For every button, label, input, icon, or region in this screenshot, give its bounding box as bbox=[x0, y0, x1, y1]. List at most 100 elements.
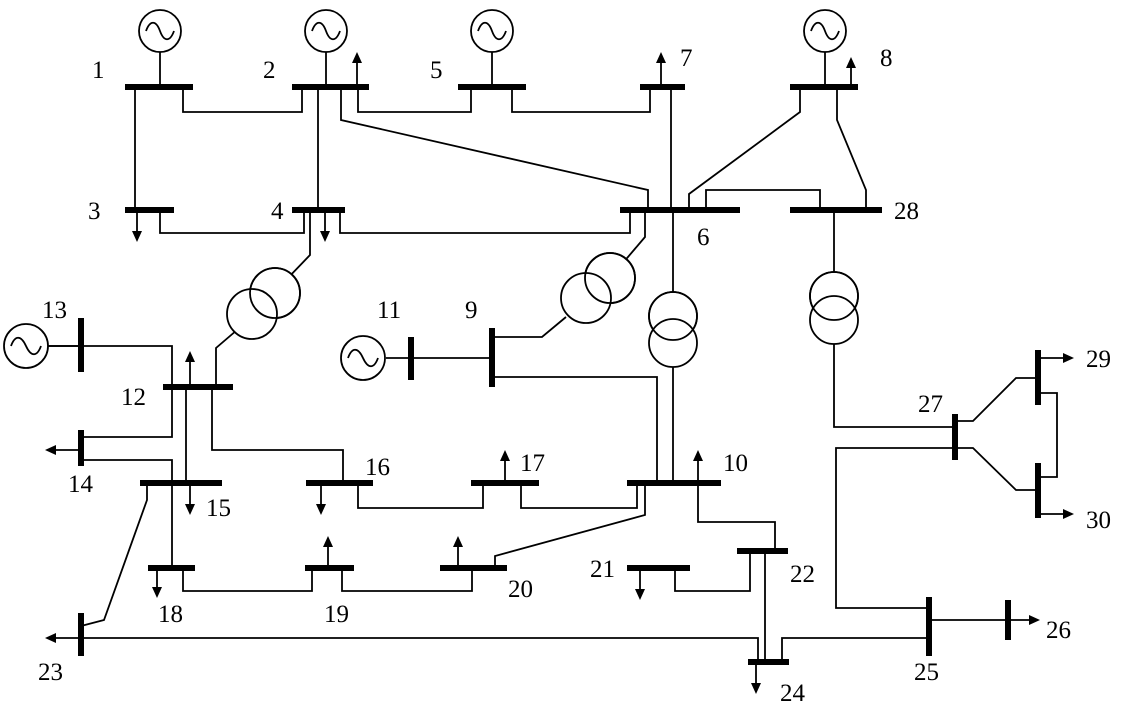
line-3-4 bbox=[159, 210, 305, 234]
line-xfmr27-27 bbox=[833, 342, 955, 428]
transformer-4-12 bbox=[226, 267, 301, 340]
load-arrow-17 bbox=[500, 450, 510, 483]
bus-label-10: 10 bbox=[723, 450, 748, 477]
load-arrow-26 bbox=[1008, 615, 1040, 625]
bus-bars bbox=[78, 84, 1041, 665]
load-arrow-30 bbox=[1038, 509, 1074, 519]
line-27-30 bbox=[955, 447, 1038, 491]
line-9-10 bbox=[492, 376, 658, 483]
bus-label-3: 3 bbox=[88, 198, 101, 225]
bus-label-5: 5 bbox=[430, 57, 443, 84]
bus-label-28: 28 bbox=[894, 198, 919, 225]
line-1-2 bbox=[182, 87, 303, 113]
bus-label-14: 14 bbox=[68, 471, 94, 498]
line-5-7 bbox=[511, 87, 651, 113]
line-6-8 bbox=[688, 87, 801, 210]
load-arrow-24 bbox=[751, 662, 761, 694]
load-arrow-19 bbox=[323, 536, 333, 568]
transformer-6-10-winding-b bbox=[648, 318, 698, 368]
load-arrow-2 bbox=[352, 52, 362, 87]
load-arrow-23 bbox=[45, 633, 81, 643]
bus-label-29: 29 bbox=[1086, 346, 1111, 373]
bus-label-20: 20 bbox=[508, 576, 533, 603]
transformer-28-27 bbox=[809, 271, 859, 345]
transformer-4-12-winding-b bbox=[226, 288, 278, 340]
line-17-10 bbox=[520, 483, 638, 509]
line-xfmr9-9 bbox=[492, 316, 567, 338]
bus-label-23: 23 bbox=[38, 659, 63, 686]
load-arrow-15 bbox=[185, 483, 195, 515]
load-arrow-14 bbox=[45, 445, 81, 455]
generator-5 bbox=[470, 9, 514, 87]
bus-label-8: 8 bbox=[880, 45, 893, 72]
line-6-xfmr9 bbox=[621, 210, 646, 265]
bus-label-15: 15 bbox=[206, 495, 231, 522]
line-2-6 bbox=[340, 87, 649, 210]
line-29-30 bbox=[1038, 392, 1058, 478]
load-arrow-12 bbox=[185, 351, 195, 387]
line-14-15 bbox=[81, 459, 173, 483]
bus-label-9: 9 bbox=[465, 297, 478, 324]
load-arrows bbox=[45, 52, 1074, 694]
line-25-27 bbox=[835, 447, 955, 609]
load-arrow-3 bbox=[132, 210, 142, 242]
bus-label-4: 4 bbox=[271, 198, 284, 225]
line-24-25 bbox=[781, 637, 929, 662]
load-arrow-4 bbox=[320, 210, 330, 242]
transformer-6-10 bbox=[648, 291, 698, 368]
bus-label-1: 1 bbox=[92, 57, 105, 84]
line-16-17 bbox=[357, 483, 484, 509]
bus-label-7: 7 bbox=[680, 45, 693, 72]
bus-label-25: 25 bbox=[914, 659, 939, 686]
line-13-12 bbox=[48, 345, 173, 387]
transmission-lines bbox=[48, 87, 1058, 662]
line-6-28 bbox=[705, 189, 821, 210]
load-arrow-21 bbox=[635, 568, 645, 600]
line-12-14 bbox=[81, 387, 173, 438]
load-arrow-10 bbox=[693, 450, 703, 483]
line-27-29 bbox=[955, 377, 1038, 422]
bus-label-16: 16 bbox=[365, 454, 390, 481]
transformers bbox=[226, 252, 859, 368]
bus-label-13: 13 bbox=[42, 297, 67, 324]
bus-label-18: 18 bbox=[158, 601, 183, 628]
bus-label-12: 12 bbox=[121, 384, 146, 411]
bus-label-17: 17 bbox=[520, 450, 545, 477]
line-4-6 bbox=[339, 210, 631, 234]
generator-11 bbox=[340, 335, 411, 381]
bus-label-24: 24 bbox=[780, 680, 806, 707]
load-arrow-16 bbox=[316, 483, 326, 515]
generator-2 bbox=[304, 9, 348, 87]
line-15-23 bbox=[80, 483, 148, 627]
bus-label-6: 6 bbox=[697, 224, 710, 251]
bus-label-22: 22 bbox=[790, 561, 815, 588]
transformer-6-9 bbox=[560, 252, 636, 324]
line-xfmr-12 bbox=[215, 329, 238, 387]
generator-13 bbox=[3, 323, 81, 369]
bus-label-2: 2 bbox=[263, 57, 276, 84]
bus-label-19: 19 bbox=[324, 601, 349, 628]
bus-label-30: 30 bbox=[1086, 507, 1111, 534]
line-8-28 bbox=[836, 87, 867, 210]
load-arrow-8 bbox=[846, 57, 856, 87]
generator-1 bbox=[138, 9, 182, 87]
line-12-16 bbox=[211, 387, 344, 483]
load-arrow-18 bbox=[152, 568, 162, 598]
bus-label-11: 11 bbox=[377, 297, 401, 324]
line-20-10 bbox=[494, 483, 646, 568]
line-10-22 bbox=[697, 483, 776, 551]
bus-label-27: 27 bbox=[918, 391, 943, 418]
generators bbox=[3, 9, 847, 381]
load-arrow-29 bbox=[1038, 353, 1074, 363]
bus-label-21: 21 bbox=[590, 556, 615, 583]
load-arrow-7 bbox=[656, 52, 666, 87]
line-19-20 bbox=[341, 568, 473, 592]
load-arrow-20 bbox=[453, 536, 463, 568]
line-21-22 bbox=[674, 551, 751, 592]
line-2-5 bbox=[357, 87, 472, 113]
line-23-24 bbox=[81, 637, 759, 662]
line-18-19 bbox=[182, 568, 313, 592]
bus-labels: 1 2 5 7 8 3 4 6 28 13 11 9 12 14 15 16 1… bbox=[38, 45, 1111, 707]
bus-label-26: 26 bbox=[1046, 617, 1071, 644]
